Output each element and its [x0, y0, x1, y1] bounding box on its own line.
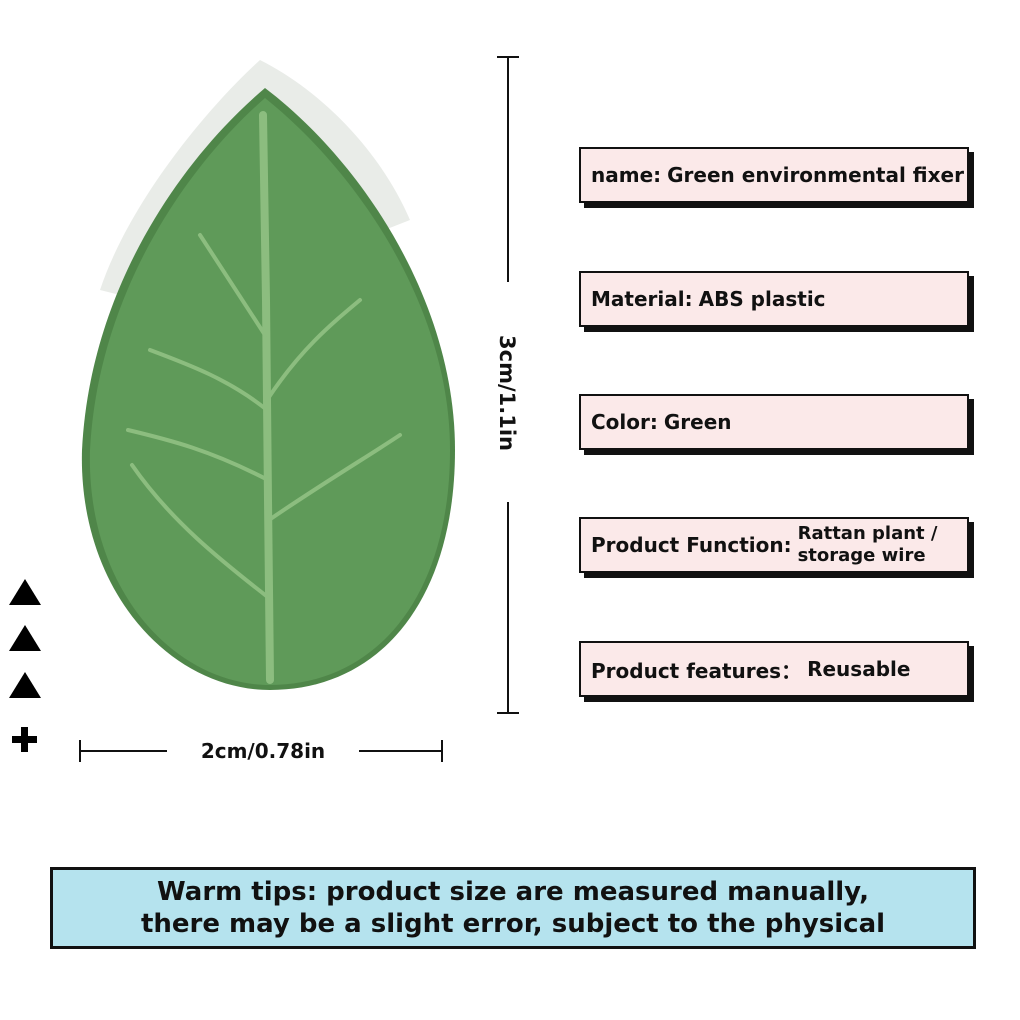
triangle-icon: [9, 672, 41, 698]
height-dimension-line-bottom: [507, 502, 509, 714]
spec-features: Product features： Reusable: [579, 641, 969, 697]
spec-value: Reusable: [807, 657, 911, 681]
spec-key: Product Function:: [591, 533, 792, 557]
width-dimension-line-left: [79, 750, 167, 752]
spec-material: Material: ABS plastic: [579, 271, 969, 327]
spec-color: Color: Green: [579, 394, 969, 450]
warm-tips-banner: Warm tips: product size are measured man…: [50, 867, 976, 949]
spec-key: Product features：: [591, 658, 802, 683]
triangle-icon: [9, 579, 41, 605]
height-dimension-line-top: [507, 56, 509, 282]
width-dimension-cap-right: [441, 740, 443, 762]
warm-tips-line-1: Warm tips: product size are measured man…: [157, 877, 869, 907]
warm-tips-line-2: there may be a slight error, subject to …: [140, 909, 886, 939]
spec-key: name:: [591, 163, 662, 187]
leaf-fixer-image: [81, 60, 455, 690]
leaf-veins: [126, 233, 402, 600]
spec-value: Rattan plant / storage wire: [797, 523, 938, 566]
spec-value: Green: [663, 410, 732, 434]
spec-key: Color:: [591, 410, 658, 434]
spec-function: Product Function: Rattan plant / storage…: [579, 517, 969, 573]
height-dimension-cap-bottom: [497, 712, 519, 714]
height-dimension-label: 3cm/1.1in: [495, 335, 519, 451]
spec-key: Material:: [591, 287, 693, 311]
width-dimension-line-right: [359, 750, 443, 752]
plus-icon: [12, 727, 37, 752]
width-dimension-label: 2cm/0.78in: [200, 739, 326, 763]
triangle-icon: [9, 625, 41, 651]
spec-value: Green environmental fixer: [667, 163, 964, 187]
spec-value: ABS plastic: [698, 287, 826, 311]
spec-name: name: Green environmental fixer: [579, 147, 969, 203]
